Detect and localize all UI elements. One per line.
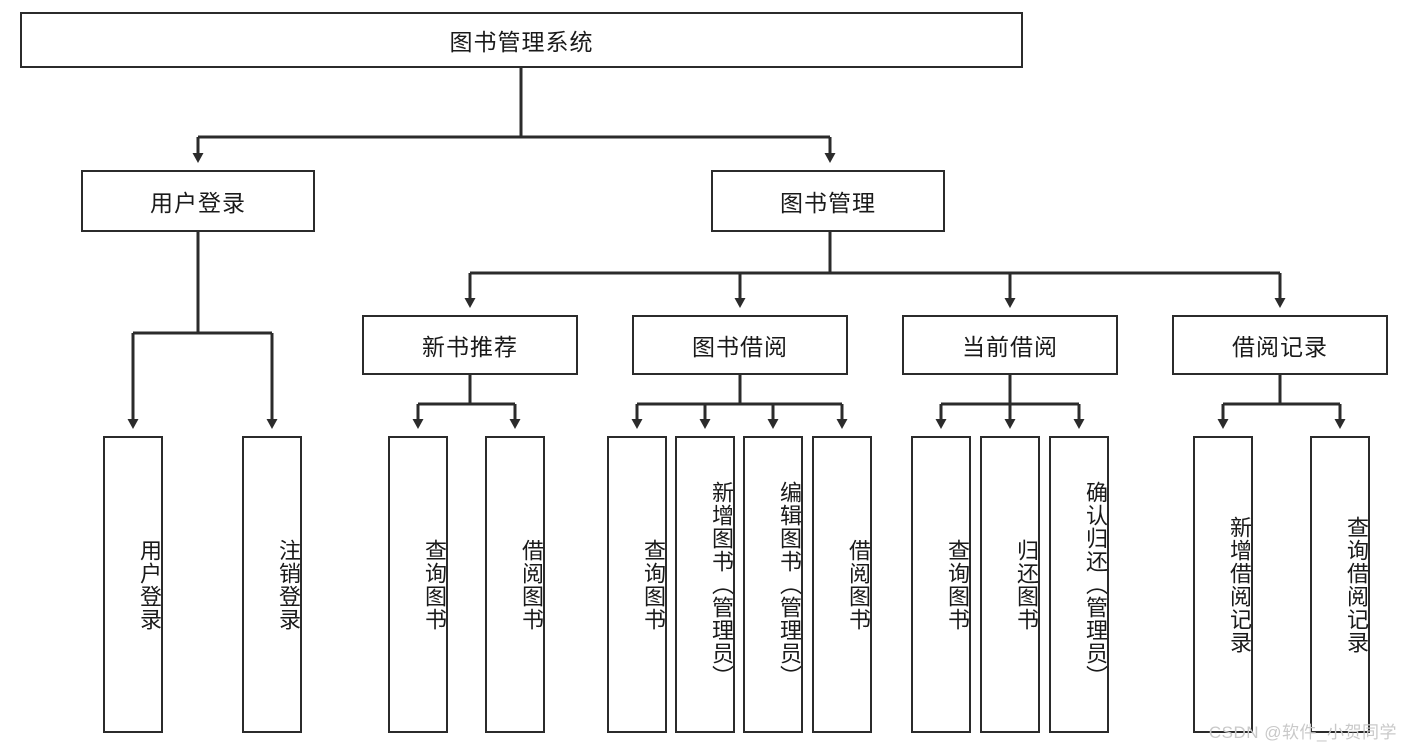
node-leaf-query-book-2[interactable]: 查询图书	[607, 436, 667, 733]
node-leaf-query-record[interactable]: 查询借阅记录	[1310, 436, 1370, 733]
node-leaf-borrow-book-1[interactable]: 借阅图书	[485, 436, 545, 733]
node-leaf-confirm-return[interactable]: 确认归还（管理员）	[1049, 436, 1109, 733]
node-leaf-add-record-label: 新增借阅记录	[1227, 515, 1252, 654]
node-user-login-label: 用户登录	[150, 190, 246, 216]
node-new-book-rec[interactable]: 新书推荐	[362, 315, 578, 375]
node-leaf-borrow-book-2-label: 借阅图书	[846, 538, 871, 631]
node-current-borrow-label: 当前借阅	[962, 334, 1058, 360]
node-user-login[interactable]: 用户登录	[81, 170, 315, 232]
node-leaf-add-book-label: 新增图书（管理员）	[709, 481, 734, 688]
node-leaf-query-book-3[interactable]: 查询图书	[911, 436, 971, 733]
node-leaf-query-book-2-label: 查询图书	[641, 538, 666, 631]
node-root[interactable]: 图书管理系统	[20, 12, 1023, 68]
node-leaf-query-book-3-label: 查询图书	[945, 538, 970, 631]
node-leaf-borrow-book-1-label: 借阅图书	[519, 538, 544, 631]
node-book-manage[interactable]: 图书管理	[711, 170, 945, 232]
node-leaf-borrow-book-2[interactable]: 借阅图书	[812, 436, 872, 733]
node-leaf-user-logout[interactable]: 注销登录	[242, 436, 302, 733]
node-leaf-user-login[interactable]: 用户登录	[103, 436, 163, 733]
node-new-book-rec-label: 新书推荐	[422, 334, 518, 360]
node-leaf-return-book-label: 归还图书	[1014, 538, 1039, 631]
node-book-borrow[interactable]: 图书借阅	[632, 315, 848, 375]
node-current-borrow[interactable]: 当前借阅	[902, 315, 1118, 375]
node-leaf-user-login-label: 用户登录	[137, 538, 162, 631]
node-leaf-user-logout-label: 注销登录	[276, 538, 301, 631]
node-leaf-edit-book-label: 编辑图书（管理员）	[777, 481, 802, 688]
node-book-borrow-label: 图书借阅	[692, 334, 788, 360]
node-book-manage-label: 图书管理	[780, 190, 876, 216]
node-leaf-confirm-return-label: 确认归还（管理员）	[1083, 481, 1108, 688]
node-leaf-query-record-label: 查询借阅记录	[1344, 515, 1369, 654]
node-borrow-record[interactable]: 借阅记录	[1172, 315, 1388, 375]
node-root-label: 图书管理系统	[449, 29, 594, 55]
node-leaf-query-book-1-label: 查询图书	[422, 538, 447, 631]
node-leaf-edit-book[interactable]: 编辑图书（管理员）	[743, 436, 803, 733]
node-leaf-return-book[interactable]: 归还图书	[980, 436, 1040, 733]
node-leaf-query-book-1[interactable]: 查询图书	[388, 436, 448, 733]
node-leaf-add-book[interactable]: 新增图书（管理员）	[675, 436, 735, 733]
node-leaf-add-record[interactable]: 新增借阅记录	[1193, 436, 1253, 733]
node-borrow-record-label: 借阅记录	[1232, 334, 1328, 360]
watermark: CSDN @软件_小贺同学	[1208, 723, 1397, 742]
